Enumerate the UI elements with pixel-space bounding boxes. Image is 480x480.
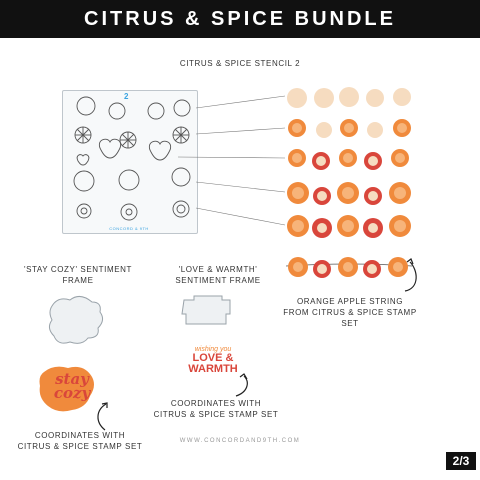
stencil-card [62, 90, 198, 234]
stencil-caption: CITRUS & SPICE STENCIL 2 [179, 59, 301, 68]
page-indicator: 2/3 [446, 452, 476, 470]
stencil-number: 2 [124, 92, 129, 101]
page-title: CITRUS & SPICE BUNDLE [84, 8, 396, 30]
stencil-brand: CONCORD & 9TH [109, 226, 149, 231]
love-warmth-stamp-text: wishing you LOVE & WARMTH [188, 346, 238, 375]
footer-url: WWW.CONCORDAND9TH.COM [179, 438, 301, 444]
title-banner [0, 0, 480, 38]
arrow-icon [235, 375, 248, 397]
love-warmth-caption: 'LOVE & WARMTH' SENTIMENT FRAME [175, 265, 261, 285]
stay-cozy-caption: 'STAY COZY' SENTIMENT FRAME [23, 265, 133, 285]
orange-apple-string-caption: ORANGE APPLE STRING FROM CITRUS & SPICE … [283, 297, 417, 328]
stay-cozy-stamp-text: stay cozy [53, 370, 91, 402]
love-warmth-coordinates: COORDINATES WITH CITRUS & SPICE STAMP SE… [153, 399, 279, 419]
arrow-icon [404, 261, 417, 292]
arrow-icon [97, 403, 107, 431]
stay-cozy-coordinates: COORDINATES WITH CITRUS & SPICE STAMP SE… [17, 431, 143, 451]
